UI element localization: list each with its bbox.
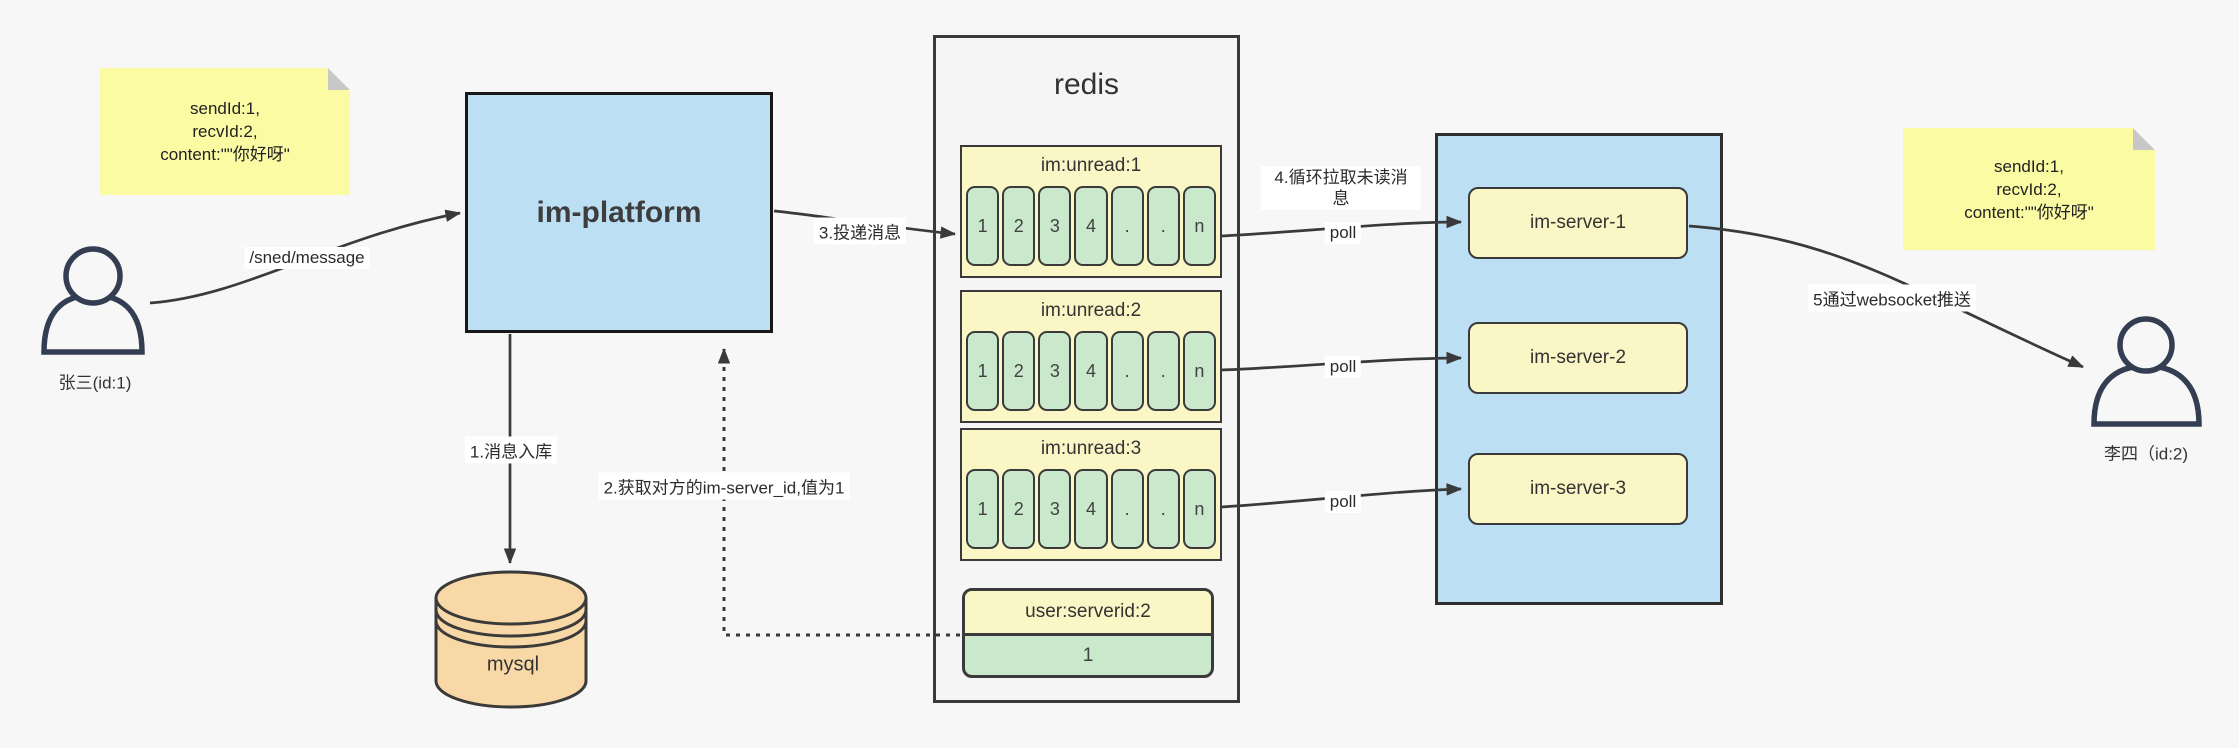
queue-cell: 3 [1038, 186, 1072, 266]
queue-cell: 1 [966, 469, 1000, 549]
queue-im-unread-2: im:unread:2 1 2 3 4 . . n [960, 290, 1222, 423]
server-box-1: im-server-1 [1468, 187, 1688, 259]
queue-cell: 4 [1074, 331, 1108, 411]
server-box-2: im-server-2 [1468, 322, 1688, 394]
queue-cell: n [1182, 469, 1216, 549]
sticky-note-left: sendId:1, recvId:2, content:""你好呀" [100, 68, 350, 195]
queue-cell: n [1182, 186, 1216, 266]
label-poll-2: poll [1324, 356, 1362, 378]
queue-cell: 2 [1002, 331, 1036, 411]
label-step3: 3.投递消息 [813, 217, 907, 245]
queue-cell: 4 [1074, 469, 1108, 549]
queue-cell: 3 [1038, 331, 1072, 411]
platform-label: im-platform [536, 195, 702, 229]
sender-label: 张三(id:1) [58, 373, 132, 393]
kv-title: user:serverid:2 [965, 591, 1211, 636]
note-line: sendId:1, [1994, 156, 2064, 176]
queue-title: im:unread:3 [1040, 438, 1142, 459]
queue-im-unread-3: im:unread:3 1 2 3 4 . . n [960, 428, 1222, 561]
queue-im-unread-1: im:unread:1 1 2 3 4 . . n [960, 145, 1222, 278]
queue-cell: . [1146, 469, 1180, 549]
label-step4-line1: 4.循环拉取未读消 [1274, 168, 1408, 187]
queue-cells: 1 2 3 4 . . n [966, 186, 1216, 266]
label-send-message: /sned/message [244, 247, 370, 269]
note-line: content:""你好呀" [160, 145, 290, 164]
receiver-label: 李四（id:2) [2103, 444, 2189, 464]
sticky-note-right: sendId:1, recvId:2, content:""你好呀" [1903, 128, 2155, 250]
note-line: content:""你好呀" [1964, 202, 2094, 222]
server-box-3: im-server-3 [1468, 453, 1688, 525]
kv-value: 1 [1082, 644, 1094, 666]
label-step4-line2: 息 [1332, 189, 1350, 208]
queue-cell: n [1182, 331, 1216, 411]
note-line: recvId:2, [1996, 179, 2062, 199]
note-line: sendId:1, [190, 99, 260, 118]
arrow-websocket-push [1688, 224, 2084, 369]
queue-title: im:unread:2 [1040, 300, 1142, 321]
label-poll-3: poll [1324, 491, 1362, 513]
queue-cells: 1 2 3 4 . . n [966, 331, 1216, 411]
queue-title: im:unread:1 [1040, 155, 1142, 176]
label-step5: 5通过websocket推送 [1808, 284, 1976, 312]
queue-cell: 2 [1002, 186, 1036, 266]
platform-box: im-platform [465, 92, 773, 333]
queue-cell: 3 [1038, 469, 1072, 549]
queue-cell: . [1110, 186, 1144, 266]
note-line: recvId:2, [192, 122, 258, 141]
label-step1: 1.消息入库 [464, 436, 558, 464]
queue-cells: 1 2 3 4 . . n [966, 469, 1216, 549]
queue-cell: . [1146, 186, 1180, 266]
sender-person-icon [41, 246, 145, 355]
queue-cell: 2 [1002, 469, 1036, 549]
receiver-person-icon [2091, 316, 2202, 427]
label-step4: 4.循环拉取未读消 息 [1261, 166, 1421, 210]
queue-cell: . [1146, 331, 1180, 411]
redis-title: redis [1053, 68, 1120, 101]
mysql-cylinder [434, 570, 588, 709]
label-poll-1: poll [1324, 222, 1362, 244]
queue-cell: 1 [966, 331, 1000, 411]
queue-cell: . [1110, 331, 1144, 411]
queue-cell: 4 [1074, 186, 1108, 266]
queue-cell: . [1110, 469, 1144, 549]
kv-user-serverid: user:serverid:2 1 [962, 588, 1214, 678]
label-step2: 2.获取对方的im-server_id,值为1 [598, 472, 850, 500]
queue-cell: 1 [966, 186, 1000, 266]
mysql-label: mysql [486, 653, 540, 676]
